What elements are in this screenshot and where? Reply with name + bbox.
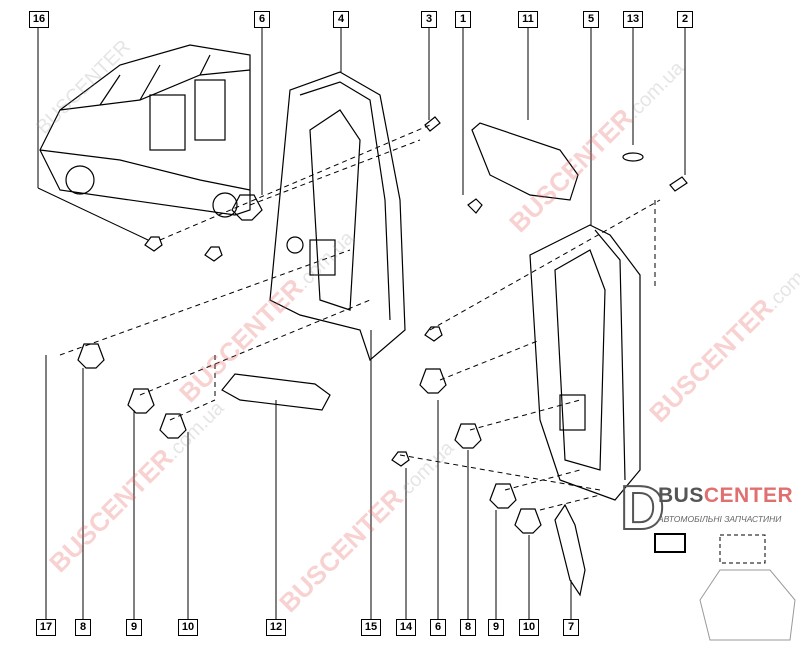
callout-15: 15 [361,619,381,636]
callout-9-right: 9 [488,619,504,636]
callout-13: 13 [623,11,643,28]
callout-6: 6 [254,11,270,28]
bracket-11 [471,122,579,201]
callout-17: 17 [36,619,56,636]
logo-mark: D [619,474,666,543]
callout-10: 10 [178,619,198,636]
logo-tagline: АВТОМОБІЛЬНІ ЗАПЧАСТИНИ [658,514,782,524]
right-tail-lamp [529,224,641,501]
callout-3: 3 [421,11,437,28]
callout-12: 12 [266,619,286,636]
top-leader-lines [37,28,686,241]
reflector-12 [221,373,331,411]
callout-5: 5 [583,11,599,28]
seal-7 [554,503,586,597]
callout-7: 7 [563,619,579,636]
callout-8-right: 8 [460,619,476,636]
callout-6-bottom: 6 [430,619,446,636]
bottom-leader-lines [45,330,572,620]
callout-1: 1 [455,11,471,28]
callout-4: 4 [333,11,349,28]
callout-9: 9 [126,619,142,636]
clip-13 [622,152,644,162]
callout-8: 8 [75,619,91,636]
fasteners [144,116,688,467]
callout-11: 11 [518,11,538,28]
callout-10-right: 10 [519,619,539,636]
callout-14: 14 [396,619,416,636]
left-tail-lamp [269,71,406,362]
assembly-dashed-lines [59,124,661,511]
callout-16: 16 [29,11,49,28]
callout-2: 2 [677,11,693,28]
buscenter-logo: D BUSCENTER АВТОМОБІЛЬНІ ЗАПЧАСТИНИ [619,474,800,548]
bulbs [77,194,542,534]
vehicle-outline [39,44,251,218]
logo-brand: BUSCENTER [658,484,794,507]
